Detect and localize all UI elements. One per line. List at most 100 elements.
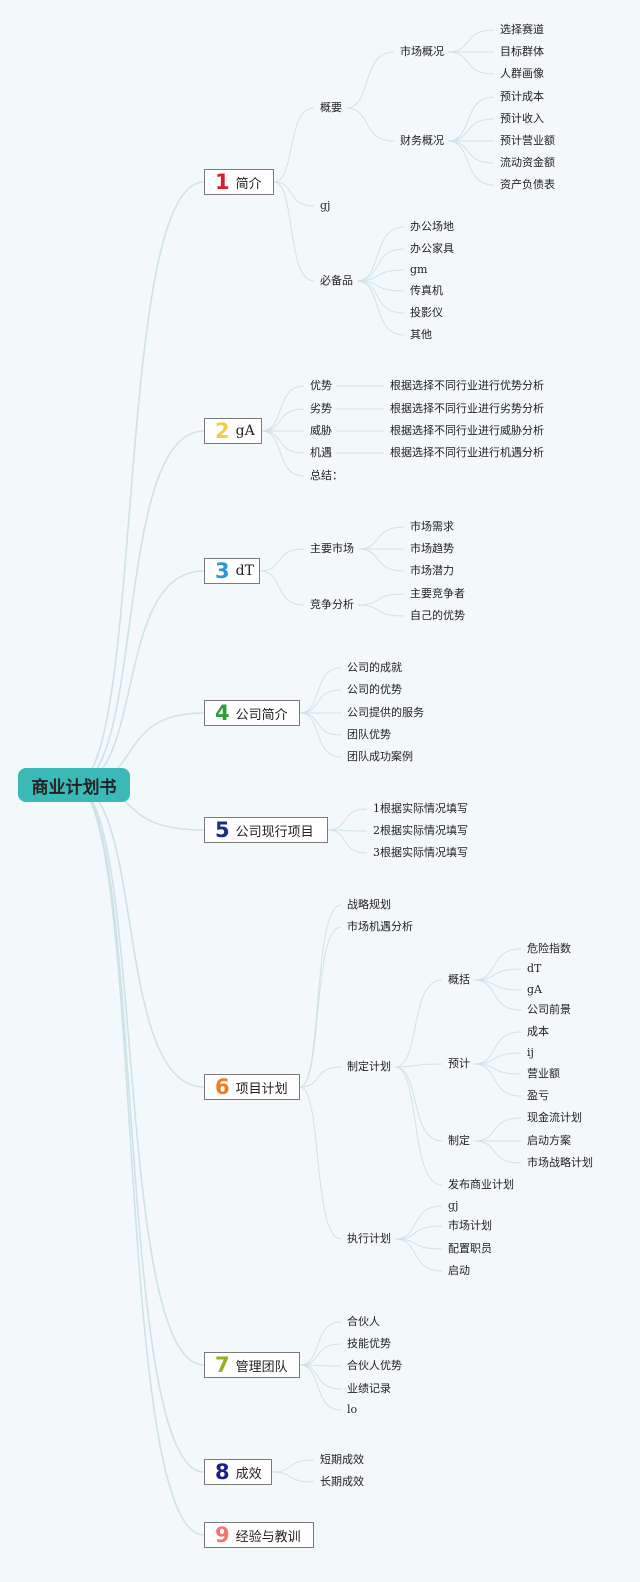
node-tuandui-anli[interactable]: 团队成功案例 [347,750,413,763]
node-zhuyao-jingzheng[interactable]: 主要竞争者 [410,587,465,600]
node-fabu[interactable]: 发布商业计划 [448,1178,514,1191]
node-bangong-changdi[interactable]: 办公场地 [410,220,454,233]
node-gj1[interactable]: gj [320,199,331,212]
node-shichang-xuqiu[interactable]: 市场需求 [410,520,454,533]
node-chengben[interactable]: 成本 [527,1025,549,1038]
branch-connector [394,1063,443,1068]
node-shichang-jihua[interactable]: 市场计划 [448,1219,492,1232]
node-youshi-d[interactable]: 根据选择不同行业进行优势分析 [390,379,544,392]
node-changqi[interactable]: 长期成效 [320,1475,364,1488]
node-yuji-shouru[interactable]: 预计收入 [500,112,544,125]
node-renqun-huaxiang[interactable]: 人群画像 [500,67,544,80]
node-qita[interactable]: 其他 [410,328,432,341]
node-zichan-fuzhai[interactable]: 资产负债表 [500,178,555,191]
section-number: 1 [215,169,230,194]
node-jiyu[interactable]: 机遇 [310,446,332,459]
node-zhiding[interactable]: 制定 [448,1134,470,1147]
section-label: 管理团队 [235,1359,288,1375]
node-gm[interactable]: gm [410,263,428,276]
node-ziji-youshi[interactable]: 自己的优势 [410,609,465,622]
branch-connector [261,430,305,454]
branch-connector [299,1343,342,1366]
node-shichang-qushi[interactable]: 市场趋势 [410,542,454,555]
node-c-youshi[interactable]: 公司的优势 [347,683,402,696]
node-jingzheng-fenxi[interactable]: 竞争分析 [310,598,354,611]
branch-connector [299,689,342,714]
node-weixian[interactable]: 危险指数 [527,942,571,955]
node-p1[interactable]: 1根据实际情况填写 [373,802,468,815]
node-shichang-qianli[interactable]: 市场潜力 [410,564,454,577]
node-weixie-d[interactable]: 根据选择不同行业进行威胁分析 [390,424,544,437]
node-gA[interactable]: gA [527,983,542,996]
node-hehuoren[interactable]: 合伙人 [347,1315,380,1328]
node-yingkui[interactable]: 盈亏 [527,1089,549,1102]
node-xianjinliu[interactable]: 现金流计划 [527,1111,582,1124]
branch-connector [447,51,495,75]
node-zhanlue[interactable]: 战略规划 [347,898,391,911]
node-jineng[interactable]: 技能优势 [347,1337,391,1350]
section-number: 9 [215,1522,230,1547]
node-zhiding-jihua[interactable]: 制定计划 [347,1060,391,1073]
node-mubiao-qunti[interactable]: 目标群体 [500,45,544,58]
node-liudong-zijin[interactable]: 流动资金额 [500,156,555,169]
branch-connector [261,408,305,432]
node-zhixing[interactable]: 执行计划 [347,1232,391,1245]
branch-connector [394,1225,443,1240]
node-yuji[interactable]: 预计 [448,1057,470,1070]
node-gaikuo[interactable]: 概括 [448,973,470,986]
node-bangong-jiaju[interactable]: 办公家具 [410,242,454,255]
branch-connector [473,979,522,1011]
node-tuandui-youshi[interactable]: 团队优势 [347,728,391,741]
node-youshi[interactable]: 优势 [310,379,332,392]
branch-connector [473,979,522,991]
node-peizhi[interactable]: 配置职员 [448,1242,492,1255]
node-lieshi[interactable]: 劣势 [310,402,332,415]
node-chuanzhenji[interactable]: 传真机 [410,284,443,297]
node-weixie[interactable]: 威胁 [310,424,332,437]
node-p3[interactable]: 3根据实际情况填写 [373,846,468,859]
node-shichang-gaikuang[interactable]: 市场概况 [400,45,444,58]
node-c-fuwu[interactable]: 公司提供的服务 [347,706,424,719]
node-ij[interactable]: ij [527,1046,534,1059]
node-bibeipin[interactable]: 必备品 [320,274,353,287]
node-jiyu-d[interactable]: 根据选择不同行业进行机遇分析 [390,446,544,459]
node-yuji-chengben[interactable]: 预计成本 [500,90,544,103]
branch-connector [394,1066,443,1142]
branch-connector [345,107,395,142]
node-zongjie[interactable]: 总结： [310,469,343,482]
node-gaiyao[interactable]: 概要 [320,101,342,114]
node-qianjing[interactable]: 公司前景 [527,1003,571,1016]
node-duanqi[interactable]: 短期成效 [320,1453,364,1466]
node-gj2[interactable]: gj [448,1199,459,1212]
node-lieshi-d[interactable]: 根据选择不同行业进行劣势分析 [390,402,544,415]
node-xuanze-saidao[interactable]: 选择赛道 [500,23,544,36]
node-touyingyi[interactable]: 投影仪 [410,306,443,319]
node-zhuyao-shichang[interactable]: 主要市场 [310,542,354,555]
node-yuji-yingye[interactable]: 预计营业额 [500,134,555,147]
node-yeji[interactable]: 业绩记录 [347,1382,391,1395]
node-yingyee[interactable]: 营业额 [527,1067,560,1080]
branch-connector [327,808,368,831]
node-qidong[interactable]: 启动 [448,1264,470,1277]
root-node[interactable]: 商业计划书 [18,768,130,802]
node-lo[interactable]: lo [347,1403,358,1416]
node-p2[interactable]: 2根据实际情况填写 [373,824,468,837]
node-shichang-jiyu[interactable]: 市场机遇分析 [347,920,413,933]
node-dT[interactable]: dT [527,962,542,975]
node-caiwu-gaikuang[interactable]: 财务概况 [400,134,444,147]
branch-connector [299,667,342,714]
node-hehuoren-youshi[interactable]: 合伙人优势 [347,1359,402,1372]
node-qidong-fangan[interactable]: 启动方案 [527,1134,571,1147]
node-c-chengjiu[interactable]: 公司的成就 [347,661,402,674]
root-connector [73,784,205,1536]
node-shichang-zhanlue[interactable]: 市场战略计划 [527,1156,593,1169]
